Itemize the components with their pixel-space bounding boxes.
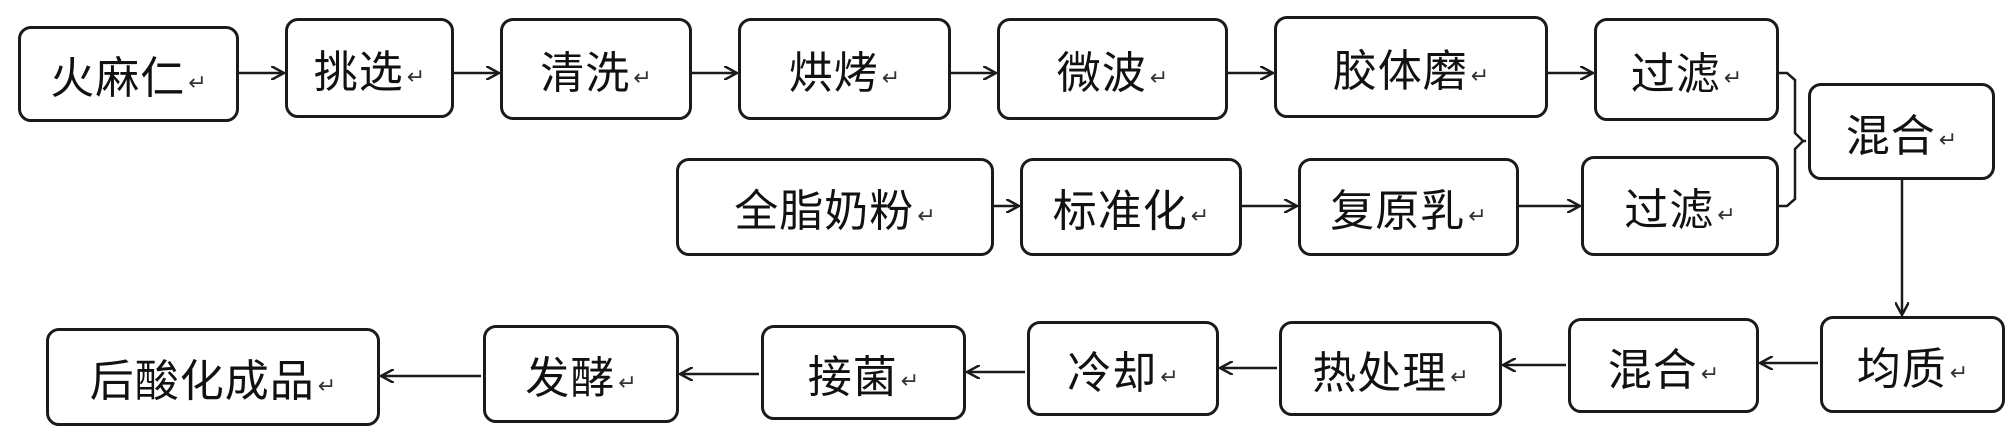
node-weibo-label: 微波 (1056, 48, 1147, 99)
return-mark: ↵ (1190, 203, 1210, 229)
node-guolv-1-label: 过滤 (1630, 48, 1721, 100)
node-hongkao-label: 烘烤 (788, 48, 879, 99)
return-mark: ↵ (881, 65, 901, 91)
node-fajiao: 发酵↵ (483, 325, 679, 423)
return-mark: ↵ (317, 373, 337, 399)
node-huomaren-label: 火麻仁 (50, 53, 186, 104)
node-junzhi: 均质↵ (1820, 316, 2005, 413)
node-housuanhua-label: 后酸化成品 (89, 356, 315, 407)
node-guolv-2-label: 过滤 (1624, 185, 1715, 236)
return-mark: ↵ (633, 65, 652, 91)
node-junzhi-label: 均质 (1856, 343, 1947, 395)
return-mark: ↵ (900, 369, 920, 394)
node-fuyuanru: 复原乳↵ (1298, 158, 1519, 256)
node-fuyuanru-label: 复原乳 (1330, 186, 1466, 237)
node-rechuli-label: 热处理 (1312, 347, 1448, 399)
node-hunhe-1-label: 混合 (1845, 110, 1936, 162)
return-mark: ↵ (1160, 365, 1179, 390)
node-hunhe-1: 混合↵ (1808, 83, 1995, 180)
return-mark: ↵ (1949, 361, 1969, 386)
return-mark: ↵ (1723, 66, 1743, 91)
node-housuanhua: 后酸化成品↵ (46, 328, 380, 426)
node-jiejun: 接菌↵ (761, 325, 966, 420)
node-lengque-label: 冷却 (1067, 347, 1158, 399)
node-guolv-1: 过滤↵ (1594, 18, 1779, 121)
return-mark: ↵ (1470, 63, 1490, 89)
node-rechuli: 热处理↵ (1279, 321, 1502, 416)
return-mark: ↵ (188, 70, 207, 96)
return-mark: ↵ (1700, 362, 1720, 387)
return-mark: ↵ (1450, 365, 1469, 390)
return-mark: ↵ (1149, 65, 1169, 91)
node-lengque: 冷却↵ (1027, 321, 1219, 416)
node-quanzhinaifen: 全脂奶粉↵ (676, 158, 994, 256)
return-mark: ↵ (1468, 203, 1487, 229)
node-fajiao-label: 发酵 (525, 353, 616, 404)
node-biaozhunhua-label: 标准化 (1052, 186, 1188, 237)
node-hongkao: 烘烤↵ (738, 18, 951, 120)
return-mark: ↵ (618, 370, 637, 396)
node-qingxi: 清洗↵ (500, 18, 692, 120)
node-weibo: 微波↵ (997, 18, 1228, 120)
node-quanzhinaifen-label: 全脂奶粉 (734, 186, 915, 237)
node-biaozhunhua: 标准化↵ (1020, 158, 1242, 256)
return-mark: ↵ (1717, 202, 1736, 228)
node-hunhe-2-label: 混合 (1607, 344, 1698, 396)
node-jiaotimo-label: 胶体磨 (1332, 46, 1468, 97)
node-guolv-2: 过滤↵ (1581, 156, 1779, 256)
merge-bracket (1779, 71, 1805, 208)
node-hunhe-2: 混合↵ (1568, 318, 1759, 413)
node-tiaoxuan-label: 挑选 (313, 47, 404, 98)
return-mark: ↵ (406, 64, 426, 90)
node-jiaotimo: 胶体磨↵ (1274, 16, 1548, 118)
node-huomaren: 火麻仁↵ (18, 26, 239, 122)
return-mark: ↵ (1938, 128, 1958, 153)
return-mark: ↵ (917, 203, 936, 229)
node-tiaoxuan: 挑选↵ (285, 18, 454, 118)
node-qingxi-label: 清洗 (540, 48, 631, 99)
node-jiejun-label: 接菌 (807, 351, 898, 403)
